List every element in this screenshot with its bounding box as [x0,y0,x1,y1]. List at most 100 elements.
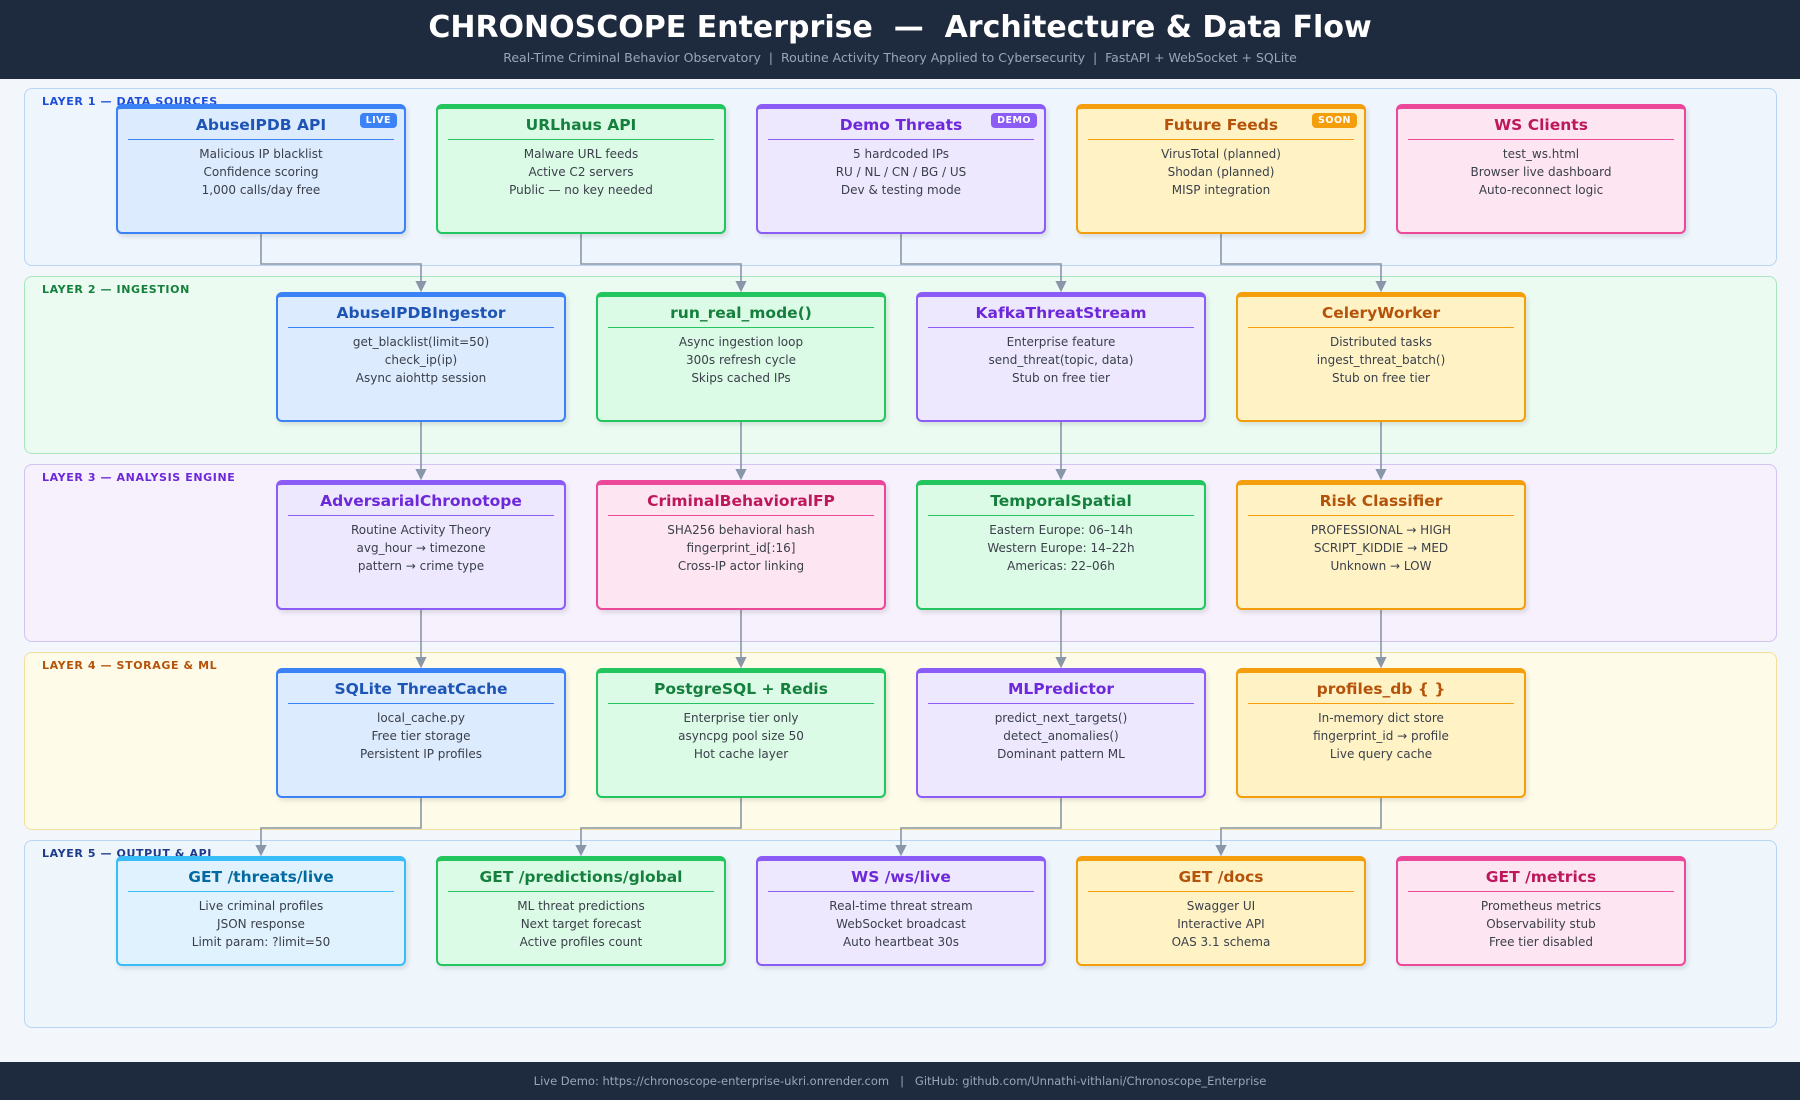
node-detail-line: check_ip(ip) [384,353,458,367]
node-detail-line: Persistent IP profiles [360,747,482,761]
node-detail-line: Swagger UI [1186,899,1256,913]
node-title: Future Feeds [1088,116,1354,140]
node-detail-line: avg_hour → timezone [356,541,486,555]
node-detail-line: asyncpg pool size 50 [678,729,804,743]
node-detail-line: VirusTotal (planned) [1161,147,1281,161]
node-title: Demo Threats [768,116,1034,140]
node-detail-line: 5 hardcoded IPs [853,147,949,161]
node-detail-line: Stub on free tier [1012,371,1110,385]
node-detail-line: send_threat(topic, data) [988,353,1134,367]
node-title: SQLite ThreatCache [288,680,554,704]
node-title: URLhaus API [448,116,714,140]
node-detail-line: Cross-IP actor linking [677,559,805,573]
node-detail-line: Enterprise tier only [683,711,799,725]
node-detail-line: 1,000 calls/day free [201,183,321,197]
node-detail-line: RU / NL / CN / BG / US [835,165,967,179]
node-detail-line: Distributed tasks [1329,335,1433,349]
node-detail-line: Public — no key needed [509,183,653,197]
node-detail-line: Shodan (planned) [1167,165,1275,179]
node-detail-line: Observability stub [1486,917,1596,931]
node-detail-line: Dev & testing mode [840,183,962,197]
node-title: Risk Classifier [1248,492,1514,516]
node-title: profiles_db { } [1248,680,1514,704]
node-detail-line: Interactive API [1177,917,1265,931]
node-detail-line: ML threat predictions [517,899,645,913]
node-detail-line: Auto heartbeat 30s [842,935,960,949]
node-detail-line: Eastern Europe: 06–14h [989,523,1133,537]
node-detail-line: Enterprise feature [1006,335,1116,349]
node-detail-line: 300s refresh cycle [686,353,796,367]
node-detail-line: SCRIPT_KIDDIE → MED [1313,541,1449,555]
node-detail-line: Malicious IP blacklist [199,147,323,161]
node-title: KafkaThreatStream [928,304,1194,328]
node-detail-line: Hot cache layer [693,747,789,761]
node-title: GET /threats/live [128,868,394,892]
status-badge: SOON [1312,113,1357,128]
node-detail-line: Western Europe: 14–22h [987,541,1135,555]
node-run-real-mode: run_real_mode() Async ingestion loop 300s … [596,292,886,422]
node-detail-line: Live criminal profiles [198,899,324,913]
node-detail-line: Prometheus metrics [1480,899,1602,913]
node-detail-line: MISP integration [1171,183,1271,197]
node-title: AbuseIPDBIngestor [288,304,554,328]
node-detail-line: Async aiohttp session [355,371,487,385]
node-detail-line: Malware URL feeds [523,147,639,161]
node-detail-line: Auto-reconnect logic [1478,183,1604,197]
status-badge: DEMO [991,113,1037,128]
node-title: CriminalBehavioralFP [608,492,874,516]
node-detail-line: Active C2 servers [528,165,634,179]
node-detail-line: Americas: 22–06h [1007,559,1115,573]
diagram-subtitle: Real-Time Criminal Behavior Observatory … [503,50,1297,65]
node-title: PostgreSQL + Redis [608,680,874,704]
node-detail-line: Active profiles count [519,935,643,949]
node-title: run_real_mode() [608,304,874,328]
node-detail-line: Browser live dashboard [1470,165,1612,179]
node-title: AbuseIPDB API [128,116,394,140]
node-detail-line: Next target forecast [520,917,642,931]
node-get-predictions-global: GET /predictions/global ML threat predict… [436,856,726,966]
node-detail-line: Confidence scoring [203,165,319,179]
node-title: CeleryWorker [1248,304,1514,328]
layer-3-label: LAYER 3 — ANALYSIS ENGINE [42,471,236,484]
layer-2-label: LAYER 2 — INGESTION [42,283,190,296]
node-detail-line: PROFESSIONAL → HIGH [1310,523,1452,537]
node-detail-line: pattern → crime type [357,559,485,573]
layer-4-label: LAYER 4 — STORAGE & ML [42,659,218,672]
node-detail-line: test_ws.html [1502,147,1580,161]
node-detail-line: Limit param: ?limit=50 [191,935,331,949]
node-detail-line: fingerprint_id[:16] [686,541,796,555]
node-detail-line: Skips cached IPs [691,371,791,385]
node-detail-line: WebSocket broadcast [836,917,966,931]
node-title: MLPredictor [928,680,1194,704]
node-detail-line: Real-time threat stream [829,899,973,913]
node-detail-line: local_cache.py [376,711,466,725]
node-detail-line: ingest_threat_batch() [1316,353,1446,367]
node-detail-line: OAS 3.1 schema [1171,935,1271,949]
node-title: WS /ws/live [768,868,1034,892]
node-detail-line: Async ingestion loop [678,335,804,349]
node-title: GET /docs [1088,868,1354,892]
status-badge: LIVE [359,113,397,128]
node-title: GET /predictions/global [448,868,714,892]
header-bar: CHRONOSCOPE Enterprise — Architecture & … [0,0,1800,79]
node-detail-line: Unknown → LOW [1330,559,1432,573]
node-detail-line: Free tier disabled [1489,935,1593,949]
node-title: GET /metrics [1408,868,1674,892]
